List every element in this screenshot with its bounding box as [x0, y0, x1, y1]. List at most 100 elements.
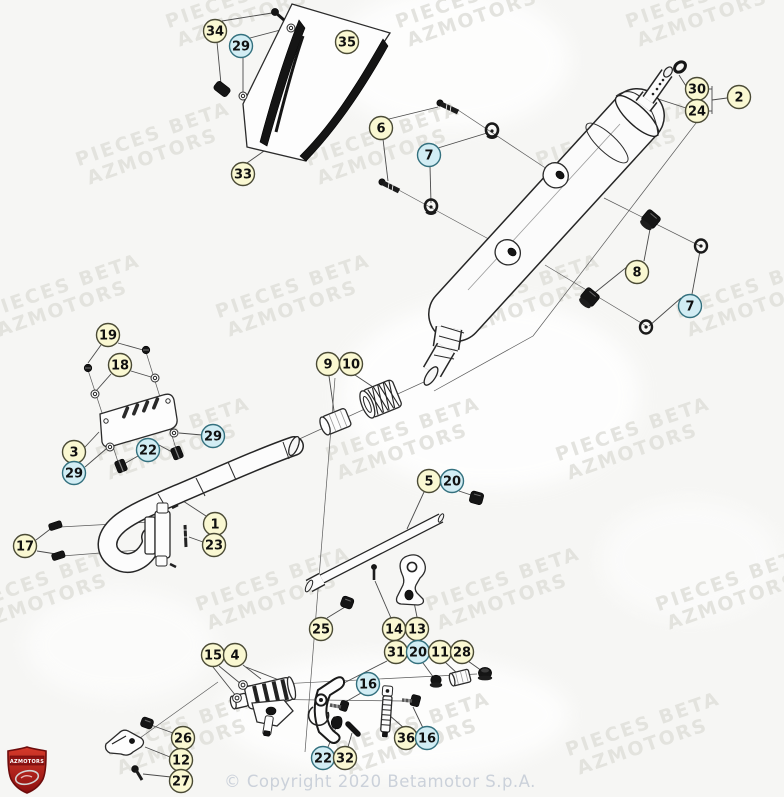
svg-text:3: 3	[69, 446, 78, 461]
callout-32: 32	[332, 745, 358, 771]
callout-14: 14	[381, 616, 407, 642]
bolt	[329, 700, 350, 712]
svg-text:5: 5	[424, 475, 433, 490]
callout-23: 23	[201, 532, 227, 558]
callout-8: 8	[624, 259, 650, 285]
heat-shield	[83, 345, 184, 474]
hanger-tab	[494, 239, 521, 266]
stud	[48, 520, 63, 531]
pin	[345, 721, 361, 737]
svg-text:29: 29	[204, 430, 222, 445]
pipe-mouth	[288, 436, 300, 456]
spring	[307, 706, 330, 727]
svg-text:26: 26	[174, 732, 192, 747]
svg-text:30: 30	[688, 83, 706, 98]
washer	[638, 319, 654, 335]
callout-22: 22	[135, 437, 161, 463]
callout-2: 2	[726, 84, 752, 110]
svg-text:4: 4	[230, 649, 239, 664]
plug	[213, 81, 231, 97]
svg-text:29: 29	[65, 467, 83, 482]
callout-4: 4	[222, 642, 248, 668]
svg-text:9: 9	[323, 358, 332, 373]
guard-strip	[299, 38, 389, 162]
hanger-tab	[542, 162, 569, 189]
tip-outlet	[663, 66, 673, 78]
svg-text:18: 18	[111, 359, 129, 374]
header-pipe	[48, 436, 304, 573]
screw	[436, 99, 460, 115]
logo-shield	[7, 746, 47, 794]
flanged-nut	[429, 674, 443, 688]
washer	[232, 693, 242, 703]
exhaust-exploded-view	[35, 3, 728, 781]
copyright-text: © Copyright 2020 Betamotor S.p.A.	[224, 772, 536, 791]
callout-12: 12	[168, 747, 194, 773]
svg-text:10: 10	[342, 358, 360, 373]
washer	[150, 373, 160, 383]
svg-text:1: 1	[210, 518, 219, 533]
callout-6: 6	[368, 115, 394, 141]
logo-oval	[14, 769, 40, 786]
callout-18: 18	[107, 352, 133, 378]
washer	[286, 23, 296, 33]
nut	[469, 490, 484, 505]
callout-26: 26	[170, 725, 196, 751]
callout-17: 17	[12, 533, 38, 559]
brand-logo: AZMOTORS	[7, 746, 47, 794]
washer	[169, 428, 179, 438]
callout-34: 34	[202, 18, 228, 44]
callout-3: 3	[61, 439, 87, 465]
svg-text:20: 20	[409, 646, 427, 661]
callout-7: 7	[416, 142, 442, 168]
stud	[51, 550, 66, 561]
svg-text:12: 12	[172, 754, 190, 769]
nut	[140, 716, 154, 730]
svg-text:27: 27	[172, 775, 190, 790]
screw	[371, 564, 377, 580]
callout-33: 33	[230, 161, 256, 187]
bolt	[131, 765, 144, 781]
svg-text:11: 11	[431, 646, 449, 661]
callout-16: 16	[355, 671, 381, 697]
svg-text:25: 25	[312, 623, 330, 638]
svg-text:7: 7	[685, 300, 694, 315]
screw	[378, 178, 401, 194]
svg-text:34: 34	[206, 25, 224, 40]
svg-text:17: 17	[16, 540, 34, 555]
callout-15: 15	[200, 642, 226, 668]
callout-27: 27	[168, 768, 194, 794]
callout-11: 11	[427, 639, 453, 665]
callout-35: 35	[334, 29, 360, 55]
svg-text:22: 22	[314, 752, 332, 767]
nut	[477, 667, 493, 681]
rubber-grommet	[484, 122, 500, 139]
svg-text:6: 6	[376, 122, 385, 137]
washer	[105, 442, 115, 452]
spacer	[448, 668, 472, 687]
svg-text:33: 33	[234, 168, 252, 183]
svg-text:16: 16	[359, 678, 377, 693]
callout-28: 28	[449, 639, 475, 665]
washer	[90, 389, 100, 399]
callout-30: 30	[684, 76, 710, 102]
rubber-damper	[170, 445, 184, 461]
washer	[238, 91, 248, 101]
callout-16: 16	[414, 725, 440, 751]
svg-text:7: 7	[424, 149, 433, 164]
actuator-pin	[262, 715, 274, 737]
rubber-damper	[114, 458, 128, 474]
svg-text:22: 22	[139, 444, 157, 459]
svg-text:15: 15	[204, 649, 222, 664]
callout-10: 10	[338, 351, 364, 377]
callout-22: 22	[310, 745, 336, 771]
support-bracket	[340, 554, 426, 610]
nut	[340, 595, 355, 610]
washer	[693, 238, 709, 254]
callout-24: 24	[684, 98, 710, 124]
pedal-assembly	[229, 667, 493, 744]
